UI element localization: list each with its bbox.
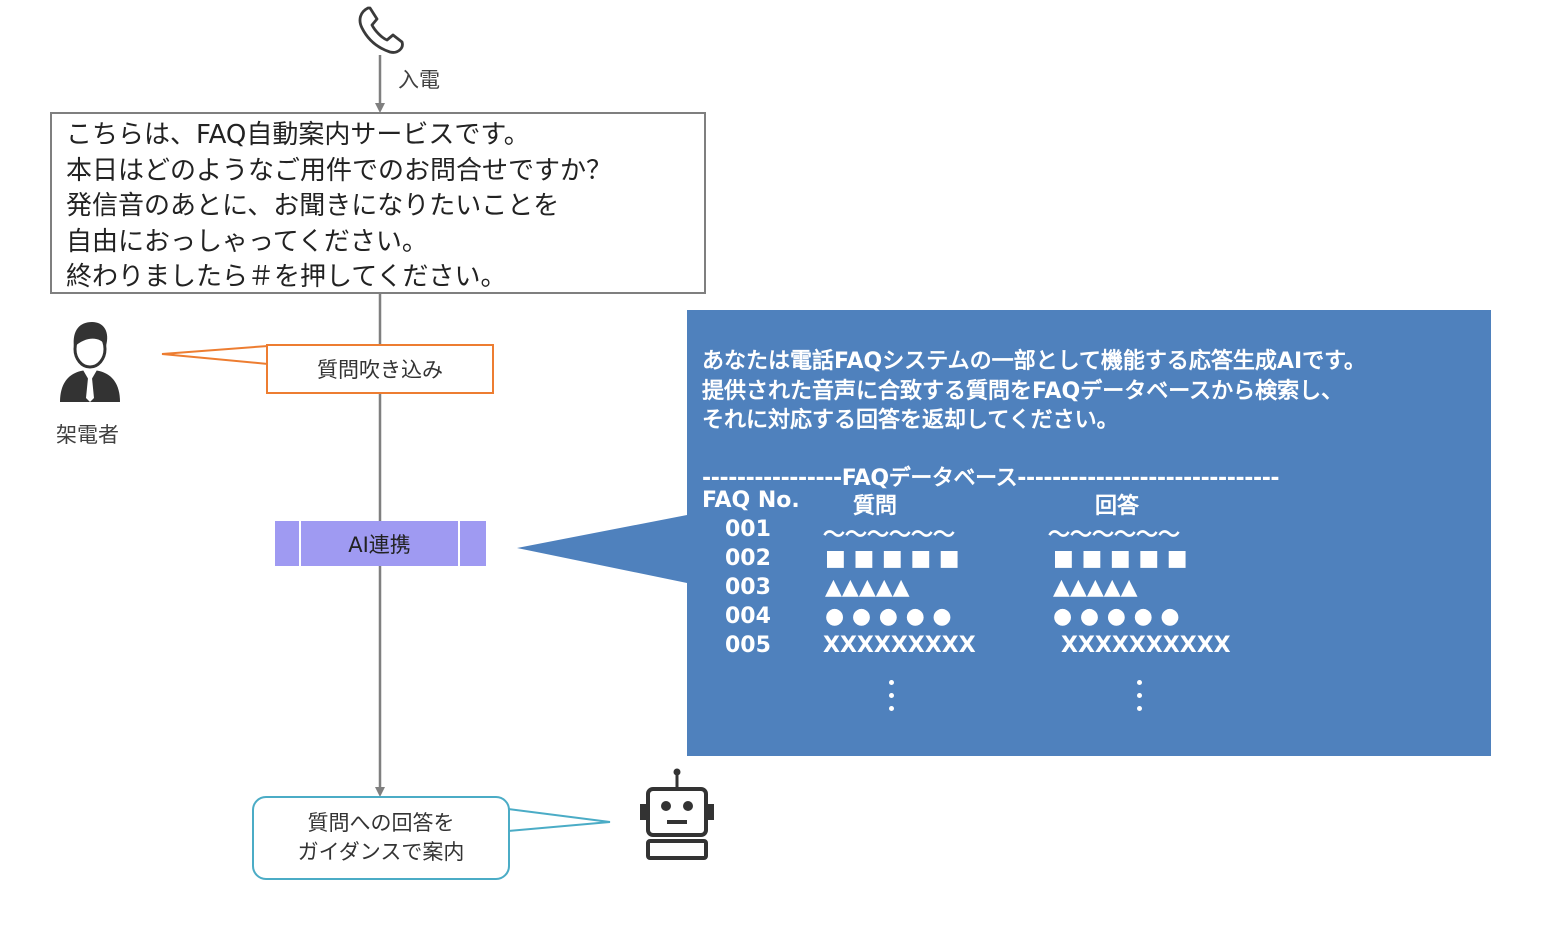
question-callout-tail bbox=[161, 345, 269, 365]
question-input-callout: 質問吹き込み bbox=[266, 344, 494, 394]
faq-row-question: ▲▲▲▲▲ bbox=[825, 575, 910, 600]
ai-prompt-panel: あなたは電話FAQシステムの一部として機能する応答生成AIです。 提供された音声… bbox=[687, 310, 1491, 756]
faq-row-question: ～～～～～～ bbox=[823, 523, 956, 548]
answer-callout-tail bbox=[507, 808, 611, 832]
greeting-line: 本日はどのようなご用件でのお問合せですか？ bbox=[66, 155, 613, 186]
faq-row-no: 001 bbox=[725, 517, 771, 542]
prompt-line: 提供された音声に合致する質問をFAQデータベースから検索し、 bbox=[702, 379, 1344, 404]
faq-row-question: ● ● ● ● ● bbox=[825, 604, 952, 629]
faq-row-answer: ▲▲▲▲▲ bbox=[1053, 575, 1138, 600]
answer-guidance-line: ガイダンスで案内 bbox=[297, 840, 465, 864]
faq-header-answer: 回答 bbox=[1095, 494, 1140, 519]
faq-row-answer: ● ● ● ● ● bbox=[1053, 604, 1180, 629]
robot-icon bbox=[640, 768, 714, 860]
faq-row-no: 005 bbox=[725, 633, 771, 658]
greeting-line: 自由におっしゃってください。 bbox=[66, 226, 428, 257]
answer-continuation-dots bbox=[1137, 680, 1143, 719]
caller-label: 架電者 bbox=[56, 423, 119, 447]
faq-row-question: ■ ■ ■ ■ ■ bbox=[825, 546, 960, 571]
question-input-label: 質問吹き込み bbox=[317, 358, 443, 382]
greeting-message-box: こちらは、FAQ自動案内サービスです。 本日はどのようなご用件でのお問合せですか… bbox=[50, 112, 706, 294]
greeting-line: 発信音のあとに、お聞きになりたいことを bbox=[66, 191, 560, 221]
faq-header-question: 質問 bbox=[853, 494, 898, 519]
greeting-line: こちらは、FAQ自動案内サービスです。 bbox=[66, 120, 530, 150]
caller-person-icon bbox=[60, 322, 120, 402]
faq-row-question: XXXXXXXXX bbox=[823, 633, 976, 658]
ai-link-process-center: AI連携 bbox=[299, 521, 460, 566]
faq-row-no: 002 bbox=[725, 546, 771, 571]
faq-row-no: 004 bbox=[725, 604, 771, 629]
faq-row-answer: ～～～～～～ bbox=[1048, 523, 1181, 548]
faq-db-divider: ----------------FAQデータベース---------------… bbox=[702, 466, 1280, 491]
ai-link-label: AI連携 bbox=[348, 532, 411, 557]
answer-guidance-callout: 質問への回答を ガイダンスで案内 bbox=[252, 796, 510, 880]
incoming-call-label: 入電 bbox=[398, 68, 440, 92]
prompt-callout-tail bbox=[517, 515, 687, 583]
faq-row-answer: ■ ■ ■ ■ ■ bbox=[1053, 546, 1188, 571]
faq-row-no: 003 bbox=[725, 575, 771, 600]
faq-header-no: FAQ No. bbox=[702, 488, 800, 513]
faq-row-answer: XXXXXXXXXX bbox=[1061, 633, 1231, 658]
question-continuation-dots bbox=[889, 680, 895, 719]
answer-guidance-line: 質問への回答を bbox=[307, 811, 455, 835]
greeting-line: 終わりましたら＃を押してください。 bbox=[66, 262, 507, 292]
prompt-line: あなたは電話FAQシステムの一部として機能する応答生成AIです。 bbox=[702, 349, 1366, 374]
phone-icon bbox=[358, 6, 404, 54]
prompt-line: それに対応する回答を返却してください。 bbox=[702, 408, 1119, 433]
